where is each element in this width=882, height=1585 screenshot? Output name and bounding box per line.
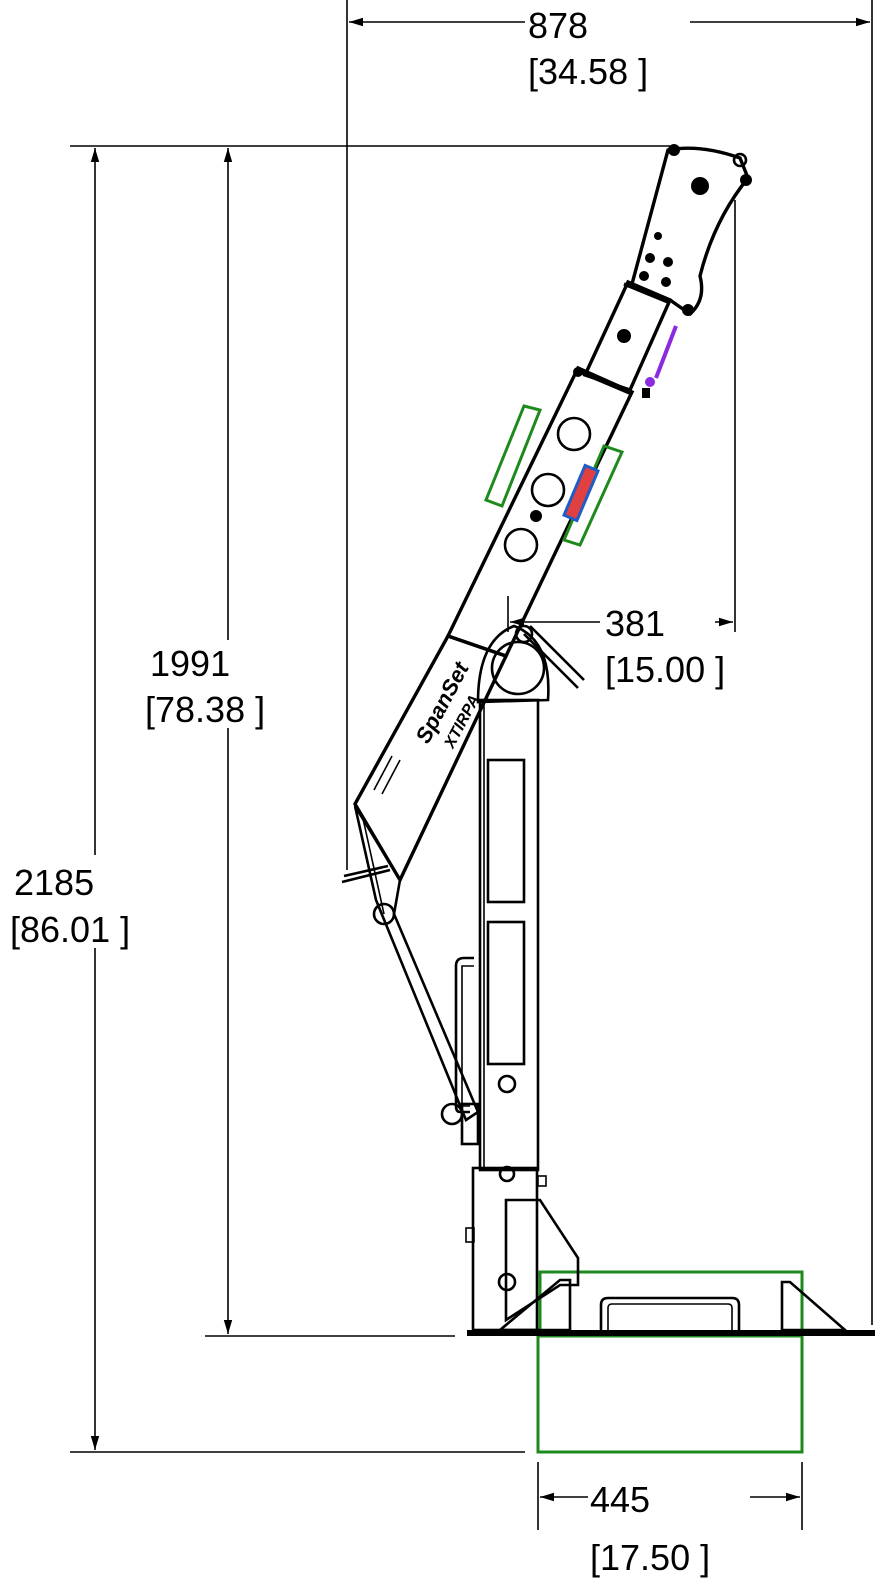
base-gusset-right [780, 1280, 849, 1332]
mast-label-plate-lower [486, 920, 526, 1066]
head-bolt [682, 304, 694, 316]
boom-latch [562, 463, 600, 523]
head-main-pin [691, 177, 709, 195]
head-bolt [661, 277, 671, 287]
overall-width-mm: 878 [528, 5, 588, 46]
socket-brace [504, 1198, 580, 1323]
base-carry-handle-inner [607, 1303, 733, 1330]
boom-upper-body [445, 365, 635, 659]
overall-width-in: [34.58 ] [528, 51, 648, 92]
boom-head [629, 144, 752, 398]
mast-side-handle [454, 956, 474, 1114]
head-bolt [639, 271, 649, 281]
head-corner-pin [668, 144, 680, 156]
socket-tab [537, 1175, 547, 1187]
boom-dot [573, 367, 583, 377]
overall-height-in: [86.01 ] [10, 909, 130, 950]
boom-hole-3 [503, 527, 539, 563]
overall-height-mm: 2185 [14, 862, 94, 903]
boom-hole-2 [530, 472, 566, 508]
brace-edge [361, 813, 385, 915]
brace-arm [341, 805, 480, 1146]
mast-socket [465, 1165, 580, 1332]
base-width-mm: 445 [590, 1479, 650, 1520]
boom-stripe [373, 755, 393, 791]
head-pulley [732, 152, 748, 168]
dimension-overall-height: 2185 [86.01 ] [10, 145, 670, 1453]
pivot-housing [476, 624, 550, 704]
dimension-base-width: 445 [17.50 ] [537, 1462, 803, 1578]
cable-clamp [642, 388, 650, 398]
boom-extension-collar [579, 370, 633, 396]
head-bolt [654, 232, 662, 240]
brace-handle-edge [343, 864, 389, 878]
ground-plate [467, 1330, 875, 1336]
handle-guard-left [484, 404, 543, 508]
dimension-reach: 381 [15.00 ] [507, 200, 736, 690]
mast-side-handle-inner [461, 965, 474, 1107]
socket-knob [465, 1227, 475, 1243]
brace-lower-pin [440, 1102, 464, 1126]
base-plate [467, 1278, 875, 1336]
boom-height-mm: 1991 [150, 643, 230, 684]
pivot-head [476, 624, 585, 704]
mast [454, 698, 540, 1172]
boom-upper-section [445, 365, 635, 659]
base-footprint [536, 1334, 804, 1454]
pivot-lever-edge [529, 625, 585, 681]
mast-pin [497, 1074, 517, 1094]
socket-lock-pin [497, 1272, 517, 1292]
brace-handle [341, 868, 391, 884]
head-bolt [663, 257, 673, 267]
dimension-overall-width: 878 [34.58 ] [346, 0, 873, 1325]
reach-mm: 381 [605, 603, 665, 644]
head-pin [740, 174, 752, 186]
boom-dot [530, 510, 542, 522]
head-plate [629, 146, 750, 317]
socket-pin [498, 1165, 516, 1183]
mast-label-plate-upper [486, 758, 526, 904]
head-cable [654, 325, 678, 379]
brace-clamp [460, 1102, 480, 1146]
pivot-disc [490, 640, 546, 696]
brace-body [353, 805, 480, 1122]
base-carry-handle [599, 1296, 741, 1330]
boom-hole-1 [556, 416, 592, 452]
base-width-in: [17.50 ] [590, 1537, 710, 1578]
reach-in: [15.00 ] [605, 649, 725, 690]
boom-extension-pin [617, 329, 631, 343]
boom-height-in: [78.38 ] [145, 689, 265, 730]
cable-end [645, 377, 655, 387]
head-bolt [645, 253, 655, 263]
boom-stripe [381, 759, 401, 795]
brace-upper-pin [372, 902, 396, 926]
dimension-boom-height: 1991 [78.38 ] [145, 148, 455, 1337]
pivot-lever [523, 633, 579, 689]
boom-extension-collar [623, 282, 669, 304]
base-gusset-left [496, 1278, 572, 1332]
